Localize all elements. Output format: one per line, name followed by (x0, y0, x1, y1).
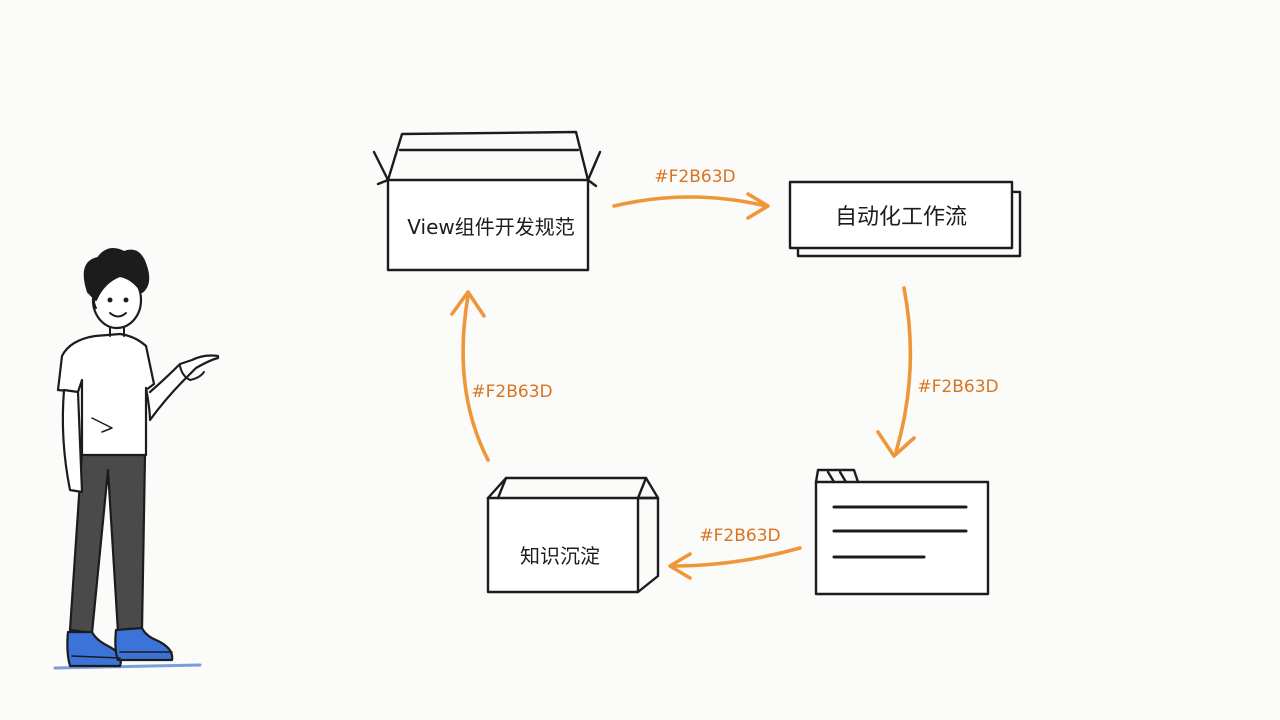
edge-view-spec-to-automation (612, 192, 770, 220)
edge-label-3: #F2B63D (699, 526, 780, 546)
node-label-automation: 自动化工作流 (835, 205, 967, 230)
knowledge-node: 知识沉淀 (486, 476, 660, 594)
open-box-icon (372, 130, 602, 272)
edge-document-to-knowledge (668, 546, 802, 580)
edge-knowledge-to-view-spec (450, 290, 490, 462)
automation-node: 自动化工作流 (788, 180, 1022, 258)
pointing-person-icon (53, 248, 220, 670)
edge-label-4: #F2B63D (471, 382, 552, 402)
document-node (814, 468, 990, 596)
edge-automation-to-document (876, 286, 916, 458)
view-spec-node: View组件开发规范 (372, 130, 602, 272)
edge-label-1: #F2B63D (654, 167, 735, 187)
edges (450, 192, 916, 580)
folder-document-icon (814, 468, 990, 596)
edge-label-2: #F2B63D (917, 377, 998, 397)
node-label-view-spec: View组件开发规范 (407, 215, 574, 239)
node-label-knowledge: 知识沉淀 (520, 544, 600, 568)
stacked-card-icon (788, 180, 1022, 258)
closed-box-icon (486, 476, 660, 594)
